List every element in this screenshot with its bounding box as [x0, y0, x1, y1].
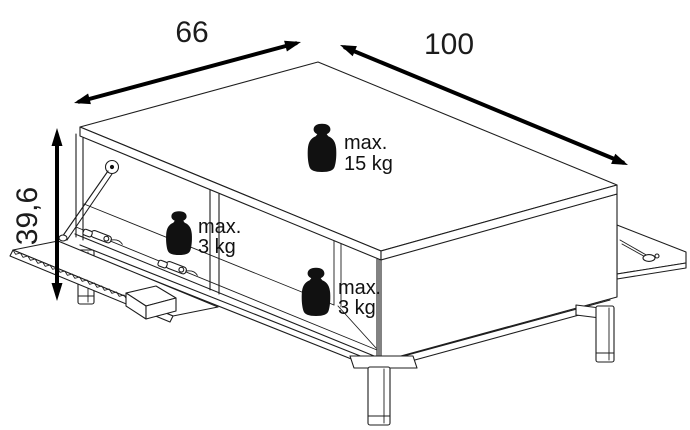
- interior-compartments: [74, 133, 380, 359]
- right-back-leg: [575, 304, 615, 363]
- load-limit-label: max.: [344, 132, 387, 154]
- load-limit-value: 15 kg: [344, 153, 393, 175]
- front-corner-edge: [376, 250, 382, 362]
- depth-dimension-label: 66: [175, 16, 208, 49]
- tabletop-front-right-rim: [380, 184, 618, 261]
- height-dimension-arrow: 39,6: [11, 128, 63, 301]
- flap-hinge-icon: [642, 253, 660, 262]
- floor-top-front-edge: [75, 226, 378, 351]
- right-flap-door: [616, 224, 687, 280]
- weight-icon: [301, 267, 331, 316]
- load-limit-value: 3 kg: [198, 236, 236, 258]
- back-wall-floor-line: [83, 203, 335, 306]
- right-frame-rail: [377, 299, 613, 370]
- front-corner-leg: [367, 366, 391, 426]
- interior-right-wall: [333, 238, 379, 349]
- right-compartment-load-limit: max. 3 kg: [301, 267, 381, 319]
- flap-bracket: [125, 285, 177, 320]
- left-compartment-load-limit: max. 3 kg: [166, 211, 241, 258]
- width-dimension-arrow: 100: [340, 28, 628, 165]
- weight-icon: [166, 211, 192, 255]
- left-flap-door: [9, 228, 219, 323]
- front-frame-rail: [79, 244, 379, 369]
- load-limit-label: max.: [338, 277, 381, 299]
- flap-hinge-icon: [157, 259, 198, 276]
- width-dimension-label: 100: [424, 28, 474, 61]
- metal-frame: [349, 299, 615, 426]
- load-limit-value: 3 kg: [338, 297, 376, 319]
- height-dimension-label: 39,6: [11, 187, 44, 245]
- tabletop-load-limit: max. 15 kg: [307, 123, 393, 175]
- compartment-divider: [209, 189, 220, 295]
- leg-mounting-plate: [349, 355, 418, 369]
- left-end-panel-edge: [75, 133, 84, 241]
- carcass-bottom-front-edge: [74, 233, 380, 359]
- flap-hinge-icon: [82, 228, 123, 245]
- flap-stay-support: [58, 138, 120, 242]
- depth-dimension-arrow: 66: [74, 16, 301, 105]
- load-limit-label: max.: [198, 216, 241, 238]
- tabletop: [79, 61, 618, 261]
